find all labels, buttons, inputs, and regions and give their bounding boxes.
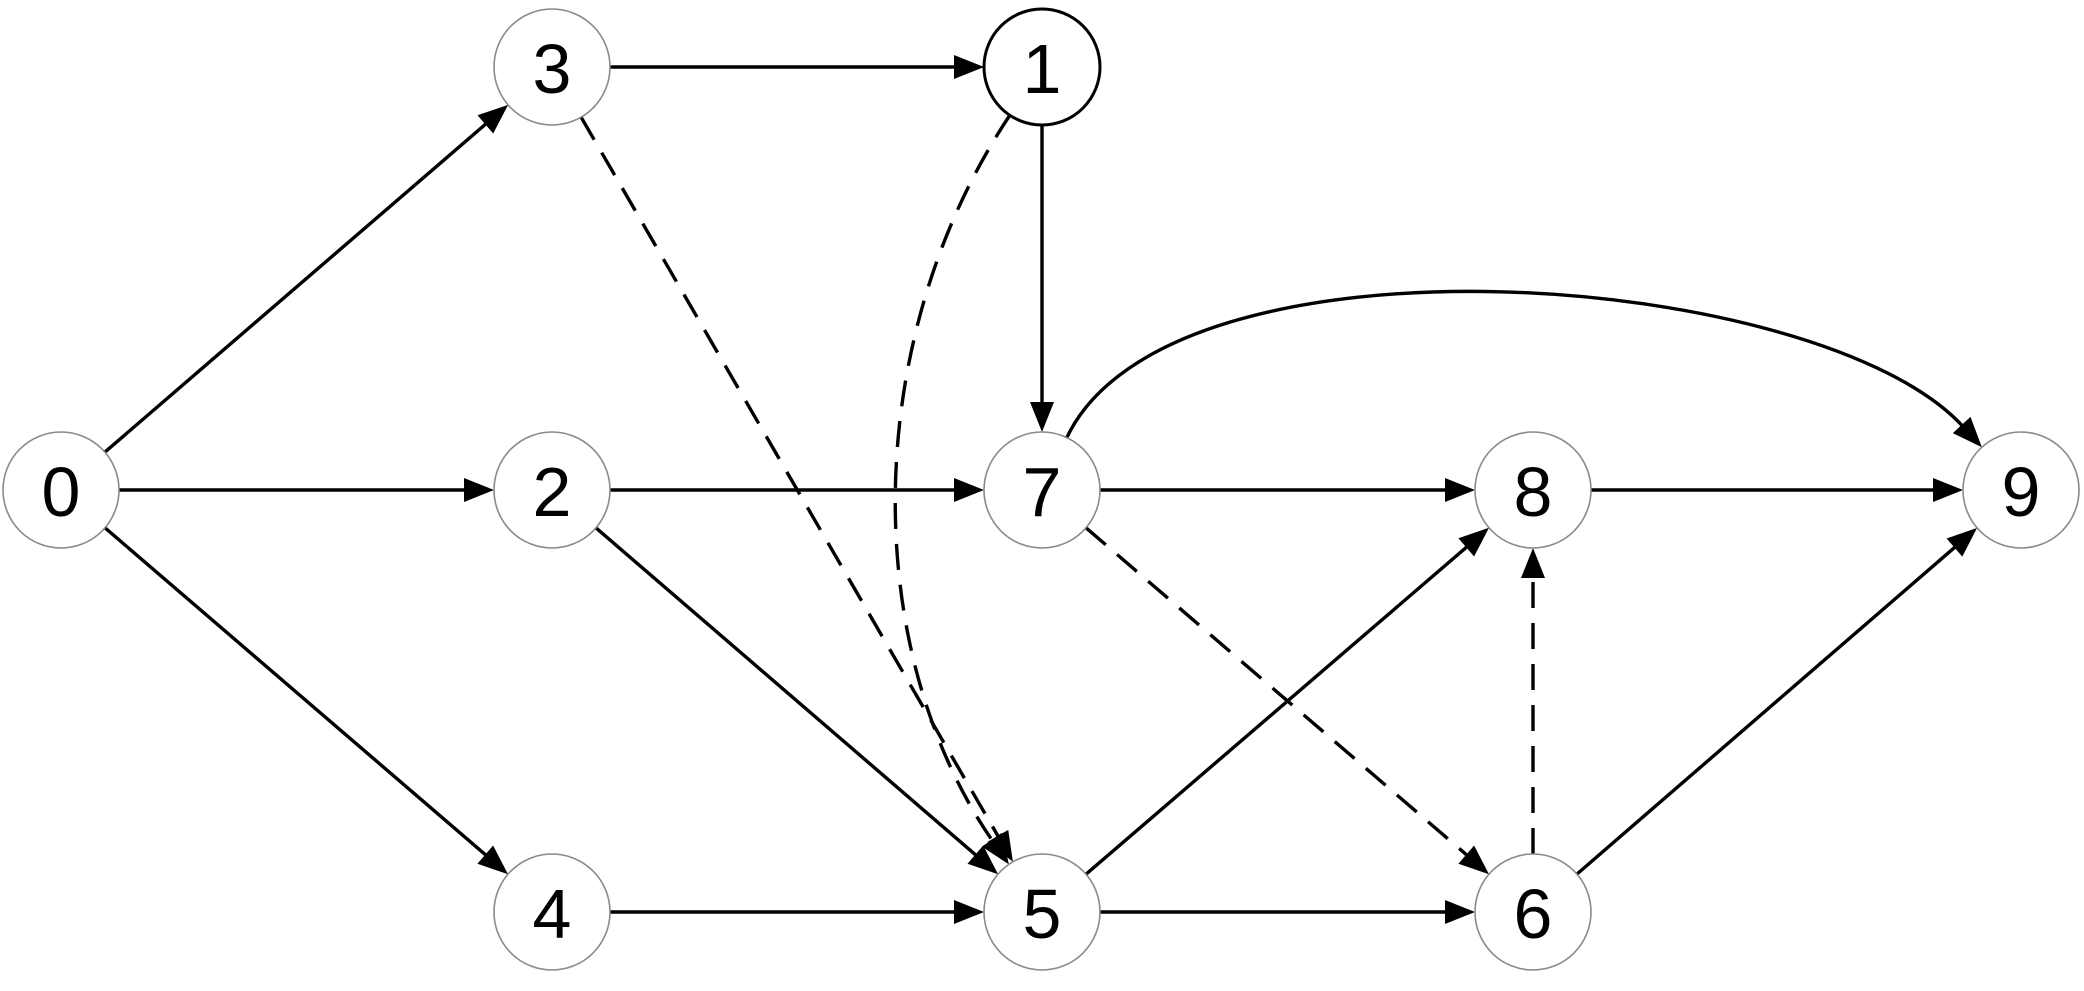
node-label: 1	[1023, 30, 1062, 108]
edge-6-to-8	[1521, 548, 1545, 854]
edge-4-to-5	[610, 900, 984, 924]
edge-line	[579, 116, 1001, 839]
node-0: 0	[2, 431, 120, 549]
arrowhead	[1445, 478, 1475, 502]
arrowhead	[1458, 527, 1489, 557]
node-label: 9	[2002, 453, 2041, 531]
node-circle	[983, 853, 1101, 971]
edge-7-to-9	[1065, 289, 1982, 448]
edge-7-to-6	[1084, 526, 1489, 875]
arrowhead	[1933, 478, 1963, 502]
node-circle	[2, 431, 120, 549]
arrowhead	[464, 478, 494, 502]
arrowhead	[954, 900, 984, 924]
arrowhead	[1946, 527, 1978, 557]
arrowhead	[954, 478, 984, 502]
edge-line	[103, 121, 488, 454]
node-3: 3	[493, 8, 611, 126]
node-circle	[493, 431, 611, 549]
arrowhead	[967, 845, 999, 875]
edge-line	[1084, 526, 1469, 858]
arrowhead	[477, 104, 509, 134]
arrowhead	[1952, 416, 1982, 448]
node-circle	[493, 8, 611, 126]
node-label: 8	[1514, 453, 1553, 531]
node-9: 9	[1962, 431, 2080, 549]
node-label: 3	[533, 30, 572, 108]
edge-0-to-2	[119, 478, 494, 502]
node-label: 7	[1023, 453, 1062, 531]
arrowhead	[981, 832, 1009, 865]
edge-8-to-9	[1591, 478, 1963, 502]
arrowhead	[1030, 402, 1054, 432]
arrowhead	[1445, 900, 1475, 924]
node-label: 5	[1023, 875, 1062, 953]
edge-0-to-4	[103, 526, 508, 875]
node-label: 0	[42, 453, 81, 531]
node-8: 8	[1474, 431, 1592, 549]
node-circle	[1474, 853, 1592, 971]
node-6: 6	[1474, 853, 1592, 971]
edge-line	[594, 526, 978, 858]
node-circle	[983, 431, 1101, 549]
edge-5-to-6	[1100, 900, 1475, 924]
edge-line	[103, 526, 488, 858]
node-label: 4	[533, 875, 572, 953]
edge-0-to-3	[103, 104, 509, 454]
node-4: 4	[493, 853, 611, 971]
edge-1-to-5	[893, 114, 1012, 865]
node-label: 6	[1514, 875, 1553, 953]
edge-6-to-9	[1575, 527, 1978, 876]
edge-2-to-5	[594, 526, 999, 875]
node-layer: 0 1 2 3 4 5 6 7 8 9	[2, 7, 2080, 971]
edge-7-to-8	[1100, 478, 1475, 502]
arrowhead	[1521, 548, 1545, 578]
edge-layer	[103, 55, 1982, 924]
edge-line	[893, 114, 1012, 843]
node-1: 1	[982, 7, 1102, 127]
edge-1-to-7	[1030, 125, 1054, 432]
node-circle	[1474, 431, 1592, 549]
arrowhead	[954, 55, 984, 79]
arrowhead	[1458, 845, 1489, 875]
node-circle	[1962, 431, 2080, 549]
node-7: 7	[983, 431, 1101, 549]
node-2: 2	[493, 431, 611, 549]
edge-3-to-1	[610, 55, 984, 79]
node-5: 5	[983, 853, 1101, 971]
edge-line	[1084, 544, 1469, 876]
edge-2-to-7	[610, 478, 984, 502]
arrowhead	[477, 845, 508, 875]
node-label: 2	[533, 453, 572, 531]
edge-line	[1575, 545, 1958, 876]
node-circle	[982, 7, 1102, 127]
edge-line	[1065, 289, 1965, 439]
node-circle	[493, 853, 611, 971]
edge-5-to-8	[1084, 527, 1489, 876]
